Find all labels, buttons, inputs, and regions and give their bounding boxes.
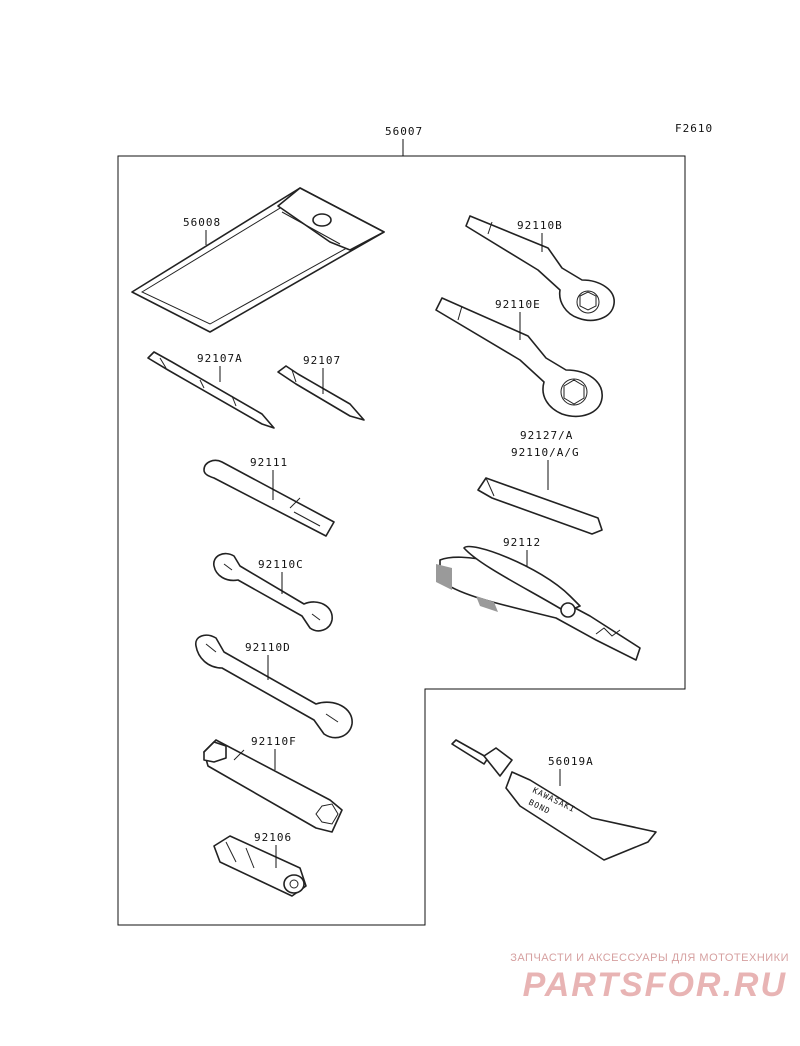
open-end-spanner-92110c [213, 552, 333, 632]
bond-tube-56019a: KAWASAKI BOND [451, 739, 657, 861]
watermark-tagline: ЗАПЧАСТИ И АКСЕССУАРЫ ДЛЯ МОТОТЕХНИКИ [510, 952, 789, 964]
label-92110e: 92110E [495, 298, 541, 311]
label-92110b: 92110B [517, 219, 563, 232]
handle-92111 [203, 459, 335, 537]
assembly-label: 56007 [385, 125, 423, 138]
box-wrench-92110f [203, 739, 343, 833]
watermark-logo: PARTSFOR.RU [489, 962, 789, 1010]
label-92107: 92107 [303, 354, 341, 367]
tool-bag [131, 187, 385, 333]
pliers-92112 [436, 545, 641, 661]
screwdriver-bit-92107a [147, 351, 275, 429]
tool-kit-boundary [117, 139, 686, 926]
ring-spanner-92110b [465, 215, 615, 322]
label-92112: 92112 [503, 536, 541, 549]
screwdriver-bit-92107 [277, 365, 365, 421]
open-end-spanner-92110d [195, 634, 353, 739]
label-56019a: 56019A [548, 755, 594, 768]
ring-spanner-92110e [435, 297, 603, 418]
label-92106: 92106 [254, 831, 292, 844]
label-92107a: 92107A [197, 352, 243, 365]
label-56008: 56008 [183, 216, 221, 229]
hex-key [477, 477, 603, 535]
label-92110ag: 92110/A/G [511, 446, 580, 459]
watermark-logo-text: PARTSFOR.RU [523, 966, 787, 1004]
socket-92106 [213, 835, 307, 897]
label-92110d: 92110D [245, 641, 291, 654]
label-92110c: 92110C [258, 558, 304, 571]
label-92110f: 92110F [251, 735, 297, 748]
label-92127a: 92127/A [520, 429, 573, 442]
label-92111: 92111 [250, 456, 288, 469]
diagram-code: F2610 [675, 122, 713, 135]
